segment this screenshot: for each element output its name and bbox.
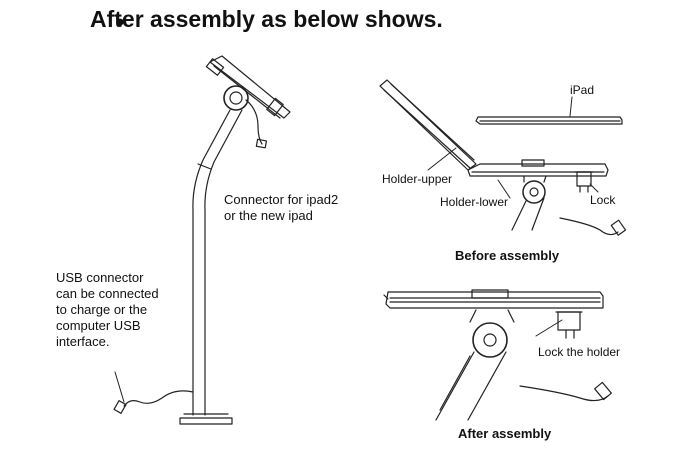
- holder-upper-shape: [379, 79, 477, 171]
- before-assembly-caption: Before assembly: [455, 248, 560, 263]
- connector-label-line-1: Connector for ipad2: [224, 192, 339, 207]
- usb-label-line-4: computer USB: [56, 318, 141, 333]
- connector-label: Connector for ipad2 or the new ipad: [224, 192, 338, 224]
- after-arm: [435, 351, 507, 421]
- usb-label-line-2: can be connected: [56, 286, 159, 301]
- usb-label: USB connector can be connected to charge…: [56, 270, 159, 350]
- connector-label-line-2: or the new ipad: [224, 208, 313, 223]
- bullet-glyph: •: [116, 9, 125, 36]
- before-pivot: [522, 180, 546, 204]
- after-assembly-figure: [383, 289, 612, 421]
- usb-cable: [123, 390, 194, 407]
- ipad-shape: [475, 116, 623, 125]
- lock-holder-label: Lock the holder: [538, 345, 621, 359]
- lock-label: Lock: [590, 193, 616, 207]
- usb-label-line-1: USB connector: [56, 270, 144, 285]
- stand-pivot: [223, 85, 249, 111]
- stand-neck: [192, 109, 231, 416]
- after-assembly-caption: After assembly: [458, 426, 552, 441]
- connector-cable: [245, 99, 263, 145]
- after-pivot: [472, 322, 508, 358]
- holder-upper-label: Holder-upper: [382, 172, 453, 186]
- page-title: After assembly as below shows.: [90, 6, 443, 32]
- stand-base: [179, 417, 233, 425]
- ipad-label: iPad: [570, 83, 595, 97]
- lock-shape: [576, 171, 592, 187]
- assembled-holder: [385, 291, 604, 309]
- stand-top-holder: [209, 55, 291, 119]
- usb-plug: [113, 400, 127, 414]
- before-assembly-figure: [379, 79, 627, 236]
- holder-lower-label: Holder-lower: [440, 195, 509, 209]
- usb-label-line-3: to charge or the: [56, 302, 148, 317]
- ipad-connector-plug: [255, 138, 268, 149]
- usb-label-line-5: interface.: [56, 334, 110, 349]
- floor-stand-figure: [113, 55, 291, 425]
- holder-lower-shape: [467, 163, 609, 177]
